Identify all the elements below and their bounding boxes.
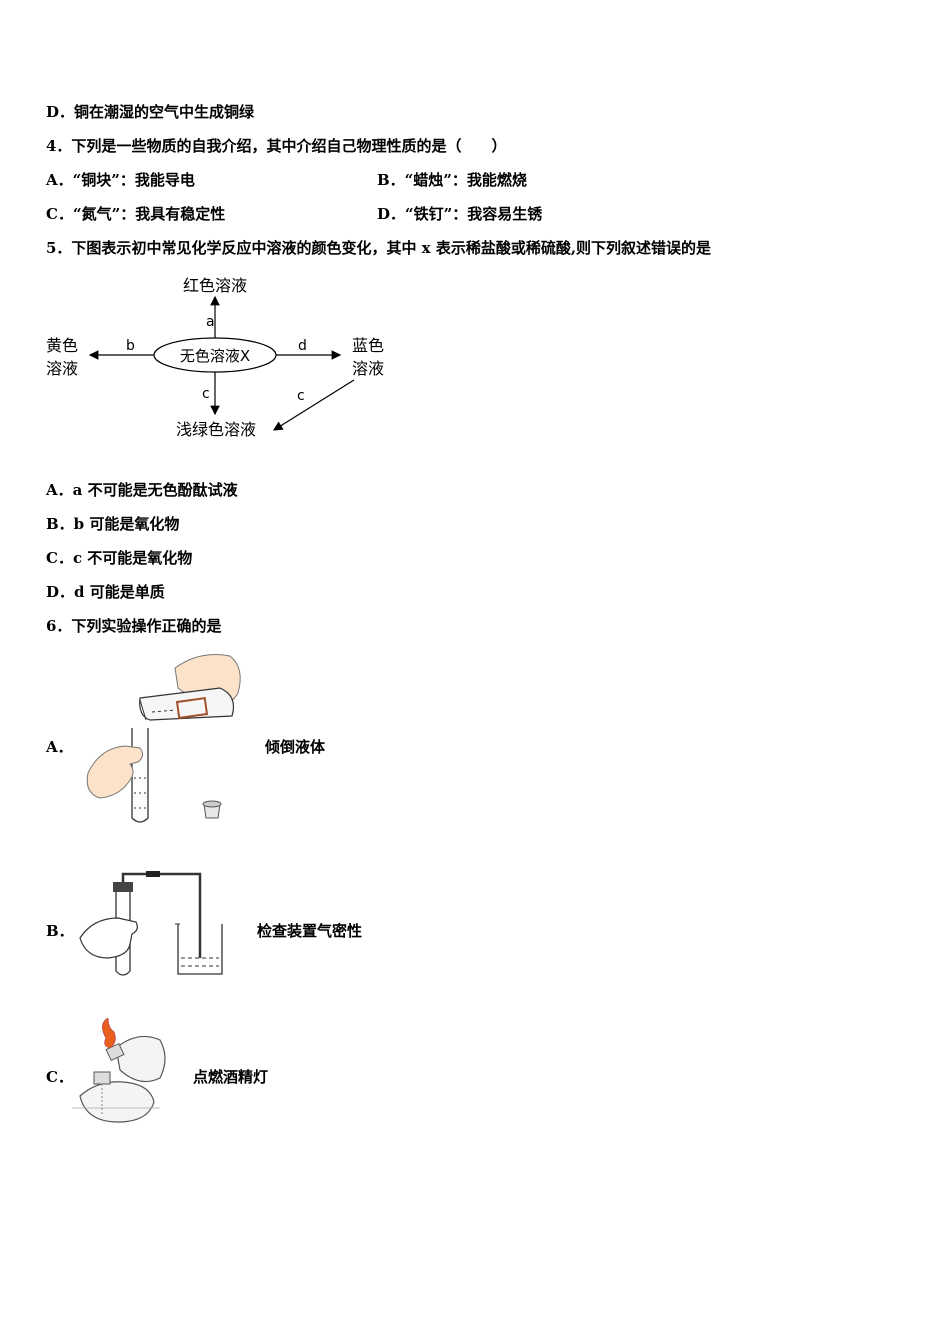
bottom-label: 浅绿色溶液 [176, 420, 256, 439]
arrow-b-label: b [126, 338, 135, 354]
q3-option-d: D．铜在潮湿的空气中生成铜绿 [46, 103, 255, 121]
q4-option-c: C．“氮气”：我具有稳定性 [46, 205, 226, 223]
left-label-1: 黄色 [46, 336, 78, 355]
airtightness-figure [79, 871, 223, 976]
arrow-d-label: d [298, 338, 307, 354]
arrow-c2-label: c [297, 388, 305, 404]
q5-option-b: B．b 可能是氧化物 [46, 515, 180, 533]
arrow-a-label: a [206, 314, 215, 330]
q4-option-d: D．“铁钉”：我容易生锈 [377, 205, 543, 223]
q6-option-a-caption: 倾倒液体 [265, 738, 326, 756]
right-label-1: 蓝色 [352, 336, 384, 355]
q5-option-d: D．d 可能是单质 [46, 583, 165, 601]
q4-option-b: B．“蜡烛”：我能燃烧 [377, 171, 527, 189]
left-label-2: 溶液 [46, 359, 78, 378]
q6-option-b-caption: 检查装置气密性 [257, 922, 363, 940]
q6-option-a-letter: A． [46, 738, 73, 756]
arrow-c-label: c [202, 386, 210, 402]
q5-stem: 5．下图表示初中常见化学反应中溶液的颜色变化，其中 x 表示稀盐酸或稀硫酸,则下… [46, 239, 712, 257]
q6-option-c-caption: 点燃酒精灯 [193, 1068, 269, 1086]
q6-stem: 6．下列实验操作正确的是 [46, 617, 222, 635]
flame-icon [102, 1018, 116, 1049]
q5-option-a: A．a 不可能是无色酚酞试液 [46, 481, 238, 499]
top-label: 红色溶液 [183, 276, 247, 295]
q6-option-b-letter: B． [46, 922, 74, 940]
right-label-2: 溶液 [352, 359, 384, 378]
q5-option-c: C．c 不可能是氧化物 [46, 549, 193, 567]
q4-option-a: A．“铜块”：我能导电 [46, 171, 195, 189]
bottle-label-icon [175, 696, 209, 720]
pouring-liquid-figure [86, 654, 241, 823]
center-label: 无色溶液X [180, 347, 250, 365]
q6-option-c-letter: C． [46, 1068, 73, 1086]
q4-stem: 4．下列是一些物质的自我介绍，其中介绍自己物理性质的是（ ） [46, 137, 507, 155]
color-change-diagram: 无色溶液X a 红色溶液 b 黄色 溶液 d 蓝色 溶液 c 浅绿色溶液 c [46, 276, 384, 439]
arrow-c-diagonal [272, 379, 355, 431]
alcohol-lamp-figure [72, 1018, 166, 1123]
